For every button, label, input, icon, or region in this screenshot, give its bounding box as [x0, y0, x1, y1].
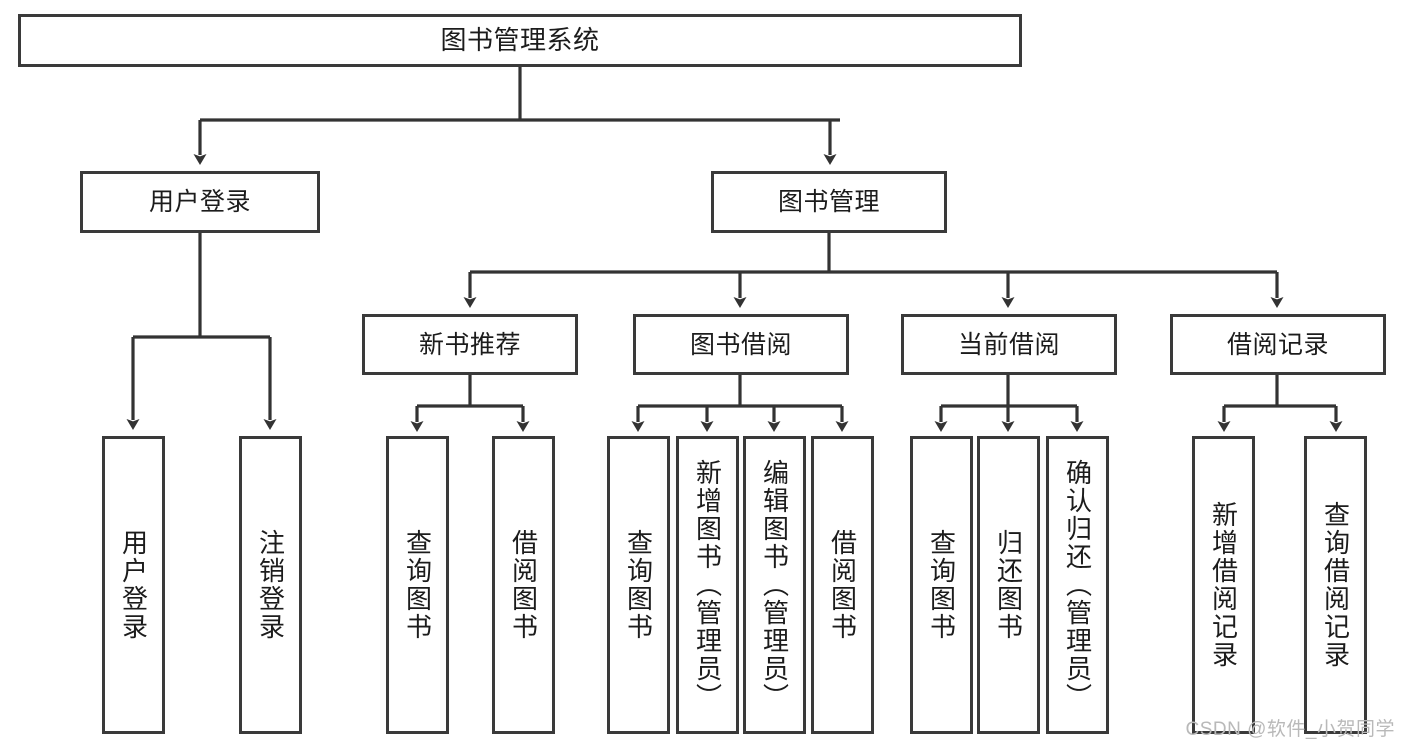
node-label: 新增图书（管理员）	[692, 459, 723, 711]
node-label: 新书推荐	[418, 330, 521, 359]
leaf-user-login-logout[interactable]: 注销登录	[239, 436, 302, 734]
node-label: 用户登录	[118, 529, 149, 641]
node-label: 当前借阅	[957, 330, 1060, 359]
node-book-borrow[interactable]: 图书借阅	[633, 314, 849, 375]
leaf-user-login-login[interactable]: 用户登录	[102, 436, 165, 734]
node-book-management[interactable]: 图书管理	[711, 171, 947, 233]
node-label: 查询图书	[402, 529, 433, 641]
node-current-borrow[interactable]: 当前借阅	[901, 314, 1117, 375]
leaf-borrow-query-book[interactable]: 查询图书	[607, 436, 670, 734]
node-label: 查询图书	[926, 529, 957, 641]
leaf-current-return-book[interactable]: 归还图书	[977, 436, 1040, 734]
leaf-record-add-record[interactable]: 新增借阅记录	[1192, 436, 1255, 734]
node-label: 归还图书	[993, 529, 1024, 641]
leaf-recommend-query-book[interactable]: 查询图书	[386, 436, 449, 734]
node-label: 新增借阅记录	[1208, 501, 1239, 669]
node-new-book-recommend[interactable]: 新书推荐	[362, 314, 578, 375]
node-root-system[interactable]: 图书管理系统	[18, 14, 1022, 67]
leaf-borrow-borrow-book[interactable]: 借阅图书	[811, 436, 874, 734]
leaf-recommend-borrow-book[interactable]: 借阅图书	[492, 436, 555, 734]
node-label: 图书管理	[777, 188, 880, 216]
leaf-current-confirm-return[interactable]: 确认归还（管理员）	[1046, 436, 1109, 734]
leaf-current-query-book[interactable]: 查询图书	[910, 436, 973, 734]
node-label: 图书管理系统	[440, 24, 600, 55]
node-label: 确认归还（管理员）	[1062, 459, 1093, 711]
node-label: 查询图书	[623, 529, 654, 641]
node-label: 用户登录	[148, 188, 251, 216]
node-label: 查询借阅记录	[1320, 501, 1351, 669]
leaf-borrow-edit-book[interactable]: 编辑图书（管理员）	[743, 436, 806, 734]
node-label: 图书借阅	[689, 330, 792, 359]
node-borrow-record[interactable]: 借阅记录	[1170, 314, 1386, 375]
node-label: 借阅记录	[1226, 330, 1329, 359]
node-label: 借阅图书	[508, 529, 539, 641]
node-label: 编辑图书（管理员）	[759, 459, 790, 711]
node-label: 注销登录	[255, 529, 286, 641]
node-user-login[interactable]: 用户登录	[80, 171, 320, 233]
leaf-record-query-record[interactable]: 查询借阅记录	[1304, 436, 1367, 734]
leaf-borrow-add-book[interactable]: 新增图书（管理员）	[676, 436, 739, 734]
node-label: 借阅图书	[827, 529, 858, 641]
